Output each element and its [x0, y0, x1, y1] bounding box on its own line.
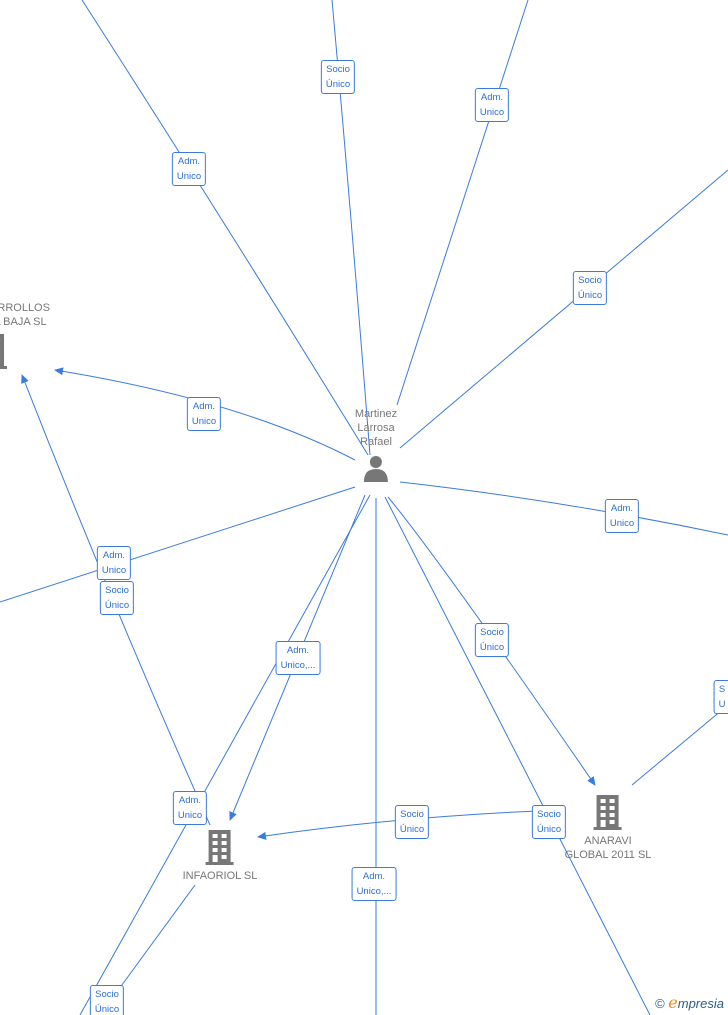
edge-label-line: Unico: [176, 171, 202, 182]
edge-label-line: Unico: [101, 565, 127, 576]
company-node-anaravi[interactable]: ANARAVI GLOBAL 2011 SL: [564, 794, 652, 862]
edge-label[interactable]: Adm. Unico: [186, 397, 222, 431]
brand-initial: e: [668, 993, 678, 1012]
edge-label-line: Socio: [95, 989, 119, 1000]
edge-line: [396, 0, 529, 406]
person-node[interactable]: Martinez Larrosa Rafael: [355, 407, 397, 483]
edge-label-line: Socio: [480, 627, 504, 638]
edge-label-line: Único: [577, 290, 603, 301]
edge-label-line: Socio: [105, 585, 129, 596]
edge-label[interactable]: Adm. Unico: [474, 88, 510, 122]
edge-label-line: Adm.: [177, 156, 201, 167]
company-node-infaoriol[interactable]: INFAORIOL SL: [182, 829, 258, 883]
edge-label-line: Unico: [479, 107, 505, 118]
copyright-icon: ©: [655, 996, 665, 1011]
edge-label-line: Adm.: [178, 795, 202, 806]
edge-label[interactable]: Adm. Unico,...: [275, 641, 321, 675]
company-name-line: ANARAVI: [584, 835, 632, 847]
edge-line: [399, 481, 728, 536]
building-icon: [205, 830, 234, 865]
edge-line: [0, 486, 356, 603]
edge-label-line: Unico: [177, 810, 203, 821]
edge-label-line: U: [718, 699, 726, 710]
edge-line: [384, 496, 651, 1015]
edge-label-line: Socio: [537, 809, 561, 820]
person-name-line: Rafael: [360, 436, 392, 448]
edge-label-line: Unico: [191, 416, 217, 427]
person-icon: [364, 456, 388, 482]
edge-label-line: Unico: [609, 518, 635, 529]
edge-label[interactable]: Adm. Unico: [171, 152, 207, 186]
edge-label-line: Único: [536, 824, 562, 835]
company-node-desarrollos[interactable]: ARROLLOS A BAJA SL: [0, 301, 50, 369]
edge-label-line: Único: [325, 79, 351, 90]
edge-label-line: Adm.: [362, 871, 386, 882]
edge-label-line: Adm.: [286, 645, 310, 656]
brand-name: mpresia: [677, 996, 724, 1011]
edge-label[interactable]: Adm. Unico,...: [351, 867, 397, 901]
edge-label-line: S: [718, 684, 726, 695]
person-name-line: Larrosa: [357, 422, 395, 434]
edge-line: [387, 496, 596, 786]
edge-label-line: Único: [479, 642, 505, 653]
edge-label-line: Adm.: [102, 550, 126, 561]
edge-label-line: Único: [399, 824, 425, 835]
edge-label-line: Unico,...: [356, 886, 392, 897]
edge-line: [79, 494, 371, 1015]
edge-label-line: Unico,...: [280, 660, 316, 671]
company-name-line: A BAJA SL: [0, 316, 47, 328]
edge-line: [81, 0, 369, 456]
edge-line: [331, 0, 371, 456]
company-name-line: ARROLLOS: [0, 302, 50, 314]
edge-line: [631, 704, 728, 786]
edge-label-line: Socio: [326, 64, 350, 75]
edge-label[interactable]: Adm. Unico: [172, 791, 208, 825]
edge-label-line: Socio: [578, 275, 602, 286]
company-name-line: INFAORIOL SL: [182, 870, 258, 882]
edge-label[interactable]: Adm. Unico: [604, 499, 640, 533]
building-icon: [0, 334, 8, 369]
empresia-logo[interactable]: © empresia: [655, 993, 724, 1012]
edge-label[interactable]: Adm. Unico: [96, 546, 132, 580]
edge-label-line: Único: [94, 1004, 120, 1015]
edge-label-line: Adm.: [192, 401, 216, 412]
edge-label-line: Socio: [400, 809, 424, 820]
edge-label-line: Adm.: [480, 92, 504, 103]
company-name-line: GLOBAL 2011 SL: [564, 849, 652, 861]
person-name-line: Martinez: [354, 408, 398, 420]
edge-line: [399, 169, 728, 449]
building-icon: [594, 795, 622, 830]
edge-label-line: Adm.: [610, 503, 634, 514]
edge-label-line: Único: [104, 600, 130, 611]
edge-line: [54, 367, 356, 461]
